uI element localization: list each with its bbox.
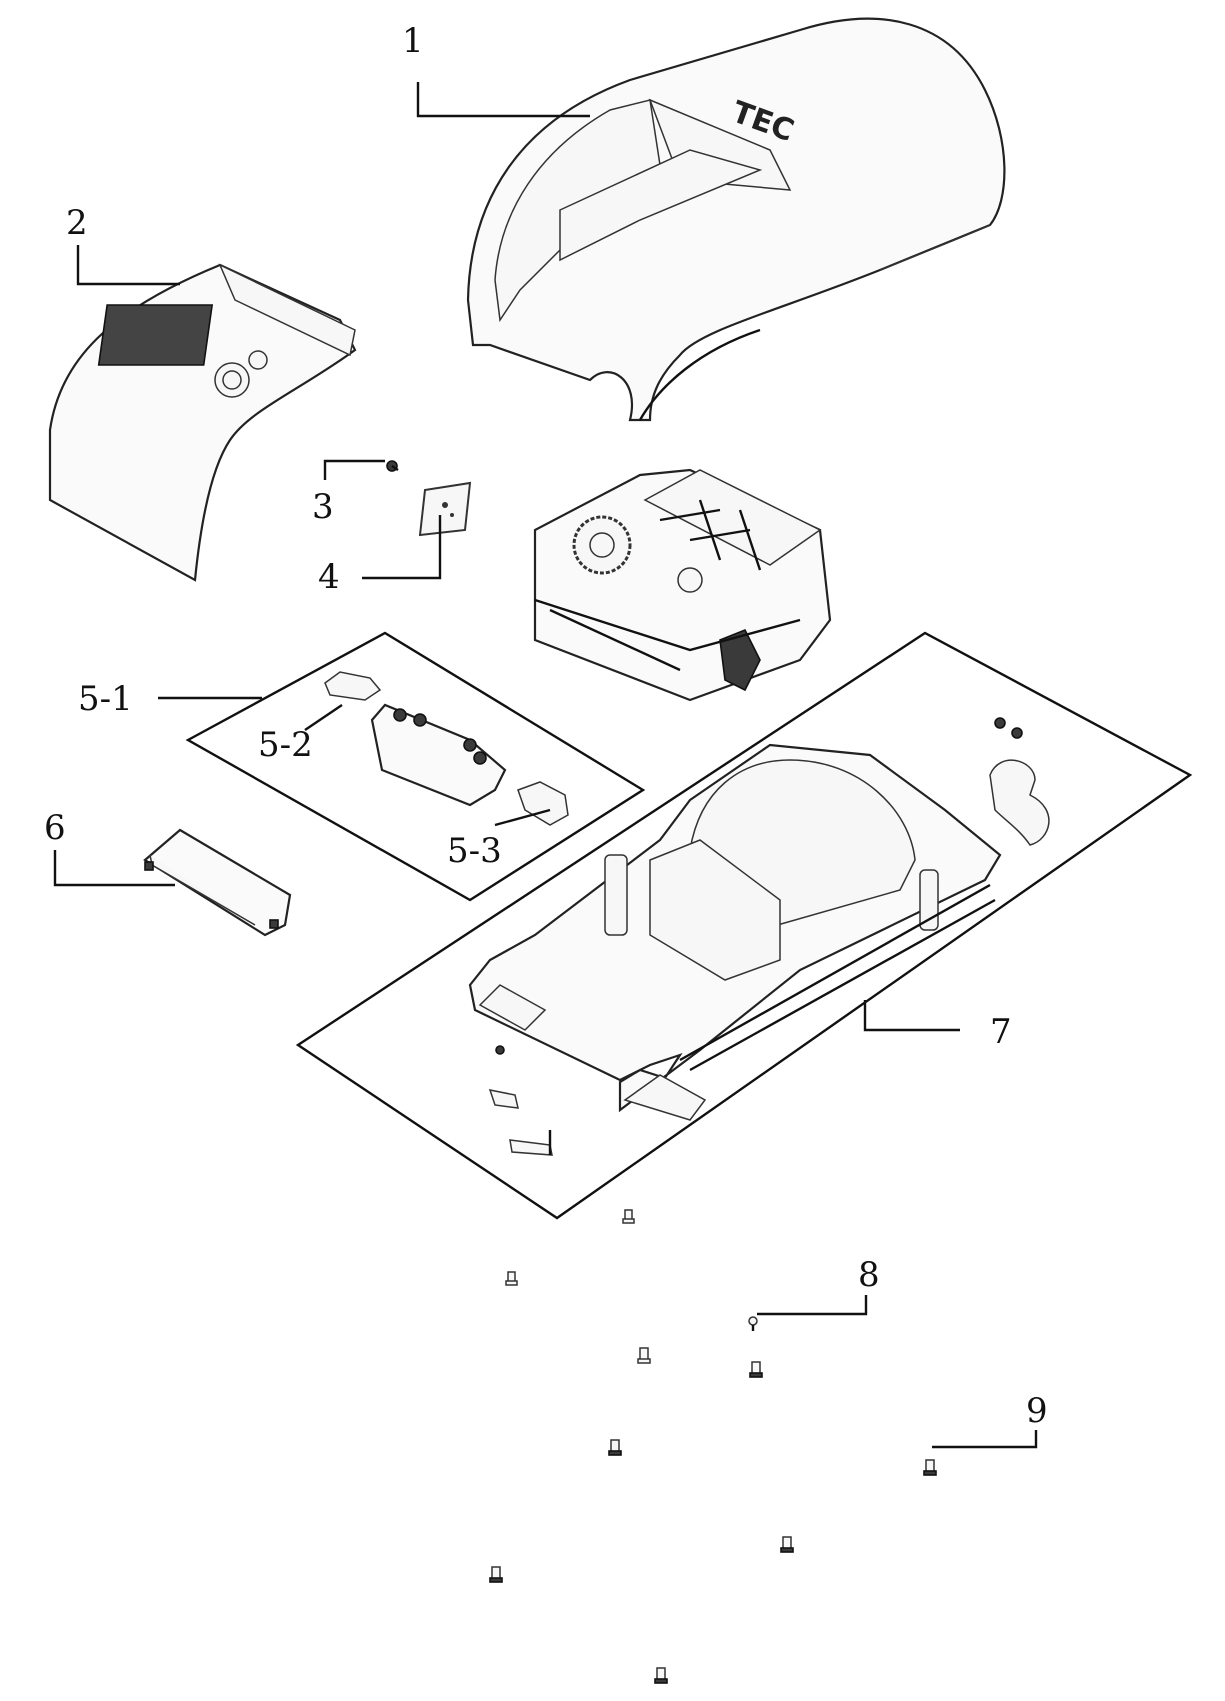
screw-part-3	[386, 460, 399, 472]
plate-part-4	[418, 481, 472, 537]
print-head-kit-frame	[185, 631, 646, 902]
callouts: 1 2 3 4 5-1 5-2 5-3 6 7 8 9	[44, 21, 1048, 1431]
screws-group	[489, 1209, 937, 1684]
callout-4: 4	[318, 557, 340, 597]
screw-icon	[637, 1347, 651, 1364]
callout-3: 3	[312, 487, 334, 527]
base-assembly-frame	[295, 631, 1193, 1220]
callout-5-2: 5-2	[258, 725, 313, 765]
leader-lines	[53, 82, 1038, 1449]
screw-icon	[748, 1316, 758, 1331]
callout-2: 2	[66, 203, 88, 243]
callout-6: 6	[44, 808, 66, 848]
screw-icon	[489, 1566, 503, 1583]
screw-icon	[780, 1536, 794, 1553]
print-mechanism-part	[533, 468, 832, 702]
front-cover-part	[48, 263, 357, 582]
screw-icon	[923, 1459, 937, 1476]
screw-icon	[505, 1271, 518, 1286]
part-6-guide	[143, 828, 292, 937]
callout-1: 1	[402, 21, 424, 61]
callout-5-1: 5-1	[78, 679, 133, 719]
callout-8: 8	[858, 1255, 880, 1295]
callout-9: 9	[1026, 1391, 1048, 1431]
screw-icon	[749, 1361, 763, 1378]
screw-icon	[654, 1667, 668, 1684]
top-cover-part: TEC	[466, 17, 1006, 422]
screw-icon	[622, 1209, 635, 1224]
callout-7: 7	[990, 1012, 1012, 1052]
callout-5-3: 5-3	[447, 831, 502, 871]
screw-icon	[608, 1439, 622, 1456]
